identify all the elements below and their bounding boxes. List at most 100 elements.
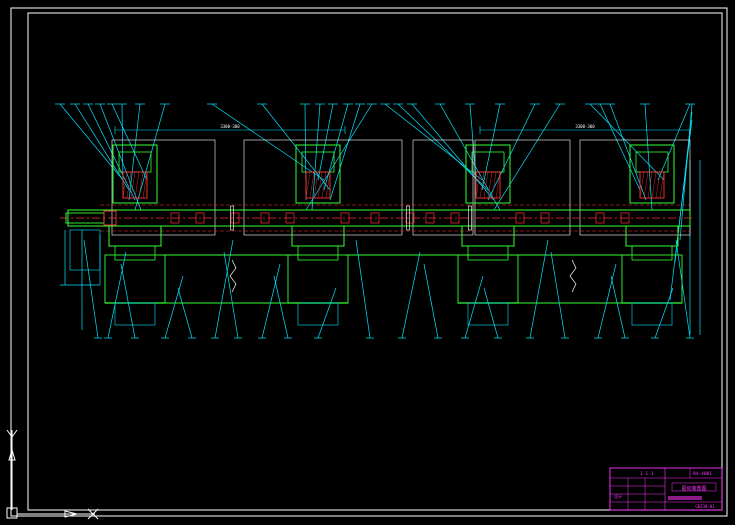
leader-line — [214, 239, 234, 339]
hatch-line — [317, 171, 323, 199]
bottom-leader-lines — [60, 230, 694, 339]
hatch-line — [321, 171, 327, 199]
title-block[interactable]: 1 1 1 04-4001 驱动装置图 GDZ30-01 设计 — [609, 467, 723, 511]
shaft-collar — [260, 212, 270, 224]
top-dimension-lines — [114, 126, 691, 134]
hatch-line — [655, 171, 661, 199]
shaft-collar — [405, 212, 415, 224]
top-dimension-left: 3300-300 — [220, 124, 240, 129]
hatch-line — [305, 171, 311, 199]
leader-line — [177, 287, 193, 339]
assembly-line — [412, 139, 474, 236]
shaft-collar — [170, 212, 180, 224]
bearing-base — [114, 245, 156, 261]
bearing-base — [297, 245, 339, 261]
leader-line — [323, 103, 349, 191]
foundation-outline — [631, 302, 673, 326]
leader-line — [74, 103, 130, 191]
section-marker — [406, 205, 410, 231]
gearbox-body — [465, 144, 511, 204]
break-mark — [229, 259, 237, 293]
shaft-collar — [370, 212, 380, 224]
gearbox-body — [112, 144, 158, 204]
foundation-outline — [297, 302, 339, 326]
gearbox-body — [629, 144, 675, 204]
section-marker — [468, 205, 472, 231]
shaft-collar — [195, 212, 205, 224]
ucs-x-label: X — [60, 523, 61, 525]
leader-line — [223, 251, 239, 339]
leader-line — [261, 263, 281, 339]
hatch-line — [475, 171, 481, 199]
shaft-collar — [285, 212, 295, 224]
hatch-line — [309, 171, 315, 199]
leader-line — [464, 275, 484, 339]
assembly-line — [243, 139, 403, 236]
shaft-collar — [595, 212, 605, 224]
hatch-line — [142, 171, 148, 199]
shaft-collar — [450, 212, 460, 224]
hatch-line — [639, 171, 645, 199]
hatch-line — [126, 171, 132, 199]
drive-station — [621, 144, 683, 326]
leader-line — [423, 263, 439, 339]
bearing-base — [467, 245, 509, 261]
hatch-line — [487, 171, 493, 199]
leader-line — [120, 263, 136, 339]
leader-line — [317, 287, 337, 339]
leader-line — [481, 103, 501, 191]
hatch-line — [483, 171, 489, 199]
leader-line — [305, 103, 373, 211]
bearing-base — [631, 245, 673, 261]
leader-line — [550, 251, 566, 339]
leader-line — [87, 103, 136, 201]
foundation-outline — [114, 302, 156, 326]
section-marker — [230, 205, 234, 231]
drawing-frame — [10, 7, 728, 517]
leader-line — [493, 103, 561, 211]
hatch-line — [479, 171, 485, 199]
shaft-collar — [540, 212, 550, 224]
leader-line — [83, 239, 99, 339]
leader-line — [644, 103, 653, 211]
hatch-line — [325, 171, 331, 199]
title-block-drawing-name: 驱动装置图 — [681, 485, 706, 492]
leader-line — [164, 275, 184, 339]
hatch-line — [134, 171, 140, 199]
leader-line — [107, 251, 127, 339]
shaft-collar — [230, 212, 240, 224]
hatch-line — [647, 171, 653, 199]
hatch-line — [643, 171, 649, 199]
leader-line — [657, 103, 691, 181]
leader-line — [654, 287, 674, 339]
leader-line — [599, 103, 641, 191]
leader-line — [610, 275, 626, 339]
leader-line — [311, 103, 321, 211]
leader-line — [317, 103, 334, 181]
assembly-line — [111, 139, 216, 236]
leader-line — [589, 103, 665, 181]
title-block-header-right: 04-4001 — [693, 471, 712, 477]
ucs-y-label: Y — [5, 469, 6, 471]
hatch-line — [495, 171, 501, 199]
conveyor-drive-assembly — [60, 139, 695, 326]
title-block-header-marks: 1 1 1 — [640, 471, 654, 477]
assembly-line — [579, 139, 691, 236]
leader-line — [111, 103, 148, 181]
ucs-icon — [6, 429, 99, 520]
leader-line — [439, 103, 501, 211]
hatch-line — [138, 171, 144, 199]
leader-line — [487, 103, 536, 201]
leader-line — [483, 287, 499, 339]
hatch-line — [651, 171, 657, 199]
leader-line — [411, 103, 495, 201]
title-block-drawing-code: GDZ30-01 — [695, 504, 715, 509]
leader-line — [99, 103, 142, 211]
leader-line — [329, 103, 361, 201]
coupling — [103, 210, 117, 226]
hatch-line — [313, 171, 319, 199]
shaft-collar — [515, 212, 525, 224]
hatch-line — [130, 171, 136, 199]
break-mark — [569, 259, 577, 293]
